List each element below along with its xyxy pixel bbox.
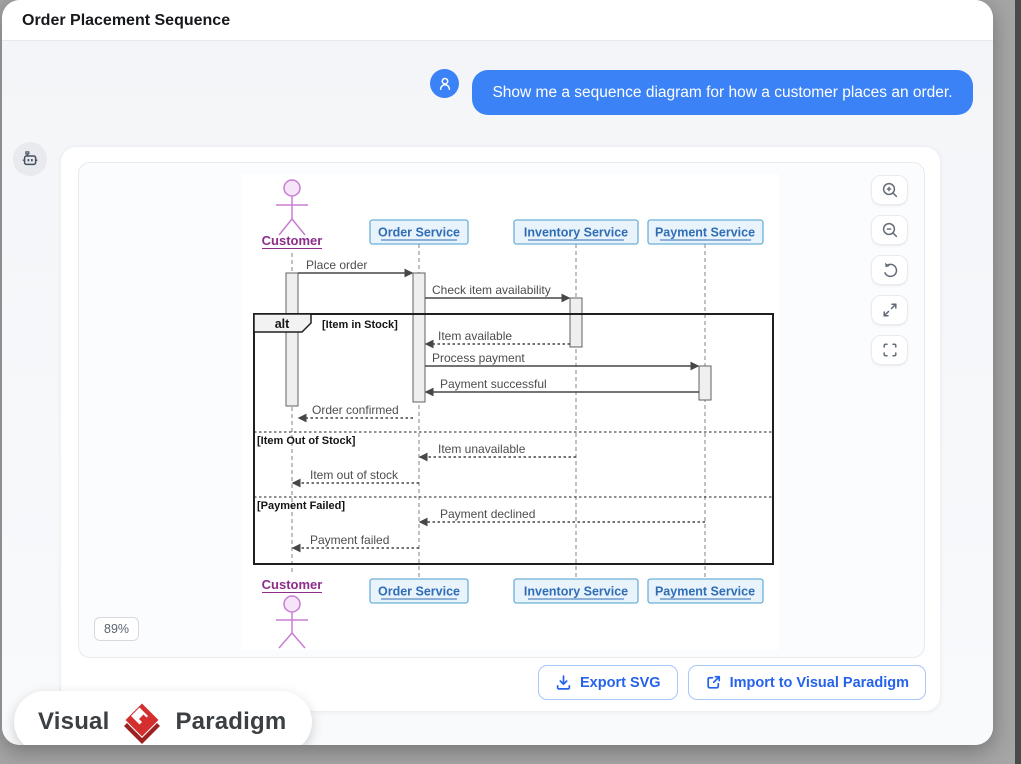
sequence-diagram-svg: Customer Order Service Inventory Service xyxy=(253,179,774,649)
external-link-icon xyxy=(706,675,720,689)
svg-text:Payment Service: Payment Service xyxy=(655,585,755,599)
sequence-diagram-canvas[interactable]: Customer Order Service Inventory Service xyxy=(242,174,779,650)
svg-text:Order Service: Order Service xyxy=(378,585,460,599)
participant-payment-service-bottom[interactable]: Payment Service xyxy=(647,578,764,604)
user-chat-message: Show me a sequence diagram for how a cus… xyxy=(472,70,973,115)
robot-icon xyxy=(22,151,38,166)
user-icon xyxy=(439,77,450,90)
message-process-payment: Process payment xyxy=(425,351,700,371)
expand-arrows-icon xyxy=(882,303,897,317)
message-payment-declined: Payment declined xyxy=(418,507,705,527)
page-title: Order Placement Sequence xyxy=(22,12,231,29)
zoom-level-badge: 89% xyxy=(94,617,140,641)
bot-avatar xyxy=(13,142,47,176)
svg-text:Customer: Customer xyxy=(262,233,323,248)
svg-text:Check item availability: Check item availability xyxy=(432,283,551,297)
logo-word-visual: Visual xyxy=(38,708,110,735)
message-check-item-availability: Check item availability xyxy=(425,283,571,303)
import-to-visual-paradigm-button[interactable]: Import to Visual Paradigm xyxy=(687,665,926,700)
svg-text:Payment failed: Payment failed xyxy=(310,533,389,547)
participant-order-service-top[interactable]: Order Service xyxy=(369,219,469,245)
visual-paradigm-logo[interactable]: Visual Paradigm xyxy=(14,691,313,745)
user-avatar xyxy=(430,69,459,98)
card-footer-actions: Export SVG Import to Visual Paradigm xyxy=(538,665,926,700)
fullscreen-button[interactable] xyxy=(871,335,908,365)
viewer-controls xyxy=(871,175,908,365)
svg-text:Payment declined: Payment declined xyxy=(440,507,535,521)
svg-text:Payment successful: Payment successful xyxy=(440,377,547,391)
svg-text:Item available: Item available xyxy=(438,329,512,343)
visual-paradigm-diamond-icon xyxy=(124,702,161,744)
zoom-in-icon xyxy=(882,182,897,198)
svg-text:Order Service: Order Service xyxy=(378,226,460,240)
svg-text:[Item in Stock]: [Item in Stock] xyxy=(322,319,398,331)
svg-text:Place order: Place order xyxy=(306,258,367,272)
outer-window-edge xyxy=(1015,0,1021,764)
lifelines xyxy=(291,244,706,578)
reset-icon xyxy=(883,262,897,278)
diagram-viewport[interactable]: Customer Order Service Inventory Service xyxy=(78,162,925,658)
participant-inventory-service-top[interactable]: Inventory Service xyxy=(513,219,639,245)
svg-text:Item unavailable: Item unavailable xyxy=(438,442,526,456)
svg-text:Inventory Service: Inventory Service xyxy=(524,226,628,240)
zoom-in-button[interactable] xyxy=(871,175,908,205)
export-svg-label: Export SVG xyxy=(580,674,661,691)
message-item-available: Item available xyxy=(424,329,570,349)
message-payment-successful: Payment successful xyxy=(424,377,699,397)
fit-to-screen-button[interactable] xyxy=(871,295,908,325)
zoom-out-icon xyxy=(882,222,897,238)
svg-text:Inventory Service: Inventory Service xyxy=(524,585,628,599)
chat-content-area: Show me a sequence diagram for how a cus… xyxy=(2,41,993,745)
actor-customer-top[interactable]: Customer xyxy=(262,179,323,249)
fullscreen-icon xyxy=(882,343,897,357)
participant-inventory-service-bottom[interactable]: Inventory Service xyxy=(513,578,639,604)
svg-text:Item out of stock: Item out of stock xyxy=(310,468,399,482)
export-svg-button[interactable]: Export SVG xyxy=(538,665,678,700)
app-window: Order Placement Sequence Show me a seque… xyxy=(2,0,993,745)
message-place-order: Place order xyxy=(298,258,414,278)
participant-payment-service-top[interactable]: Payment Service xyxy=(647,219,764,245)
zoom-out-button[interactable] xyxy=(871,215,908,245)
svg-text:Payment Service: Payment Service xyxy=(655,226,755,240)
diagram-card: Customer Order Service Inventory Service xyxy=(60,146,941,712)
message-item-unavailable: Item unavailable xyxy=(418,442,576,462)
svg-text:alt: alt xyxy=(275,317,290,331)
svg-text:Process payment: Process payment xyxy=(432,351,525,365)
participant-order-service-bottom[interactable]: Order Service xyxy=(369,578,469,604)
page-header: Order Placement Sequence xyxy=(2,0,993,41)
svg-text:[Item Out of Stock]: [Item Out of Stock] xyxy=(257,435,356,447)
svg-text:Customer: Customer xyxy=(262,577,323,592)
message-item-out-of-stock: Item out of stock xyxy=(291,468,419,488)
svg-text:[Payment Failed]: [Payment Failed] xyxy=(257,500,345,512)
import-button-label: Import to Visual Paradigm xyxy=(729,674,909,691)
svg-text:Order confirmed: Order confirmed xyxy=(312,403,399,417)
message-order-confirmed: Order confirmed xyxy=(297,403,413,423)
message-payment-failed: Payment failed xyxy=(291,533,419,553)
download-icon xyxy=(556,675,571,690)
reset-view-button[interactable] xyxy=(871,255,908,285)
activation-bars xyxy=(285,272,712,407)
logo-word-paradigm: Paradigm xyxy=(175,708,287,735)
alt-fragment-frame: alt [Item in Stock] [Item Out of Stock] … xyxy=(253,313,774,565)
actor-customer-bottom[interactable]: Customer xyxy=(262,577,323,649)
